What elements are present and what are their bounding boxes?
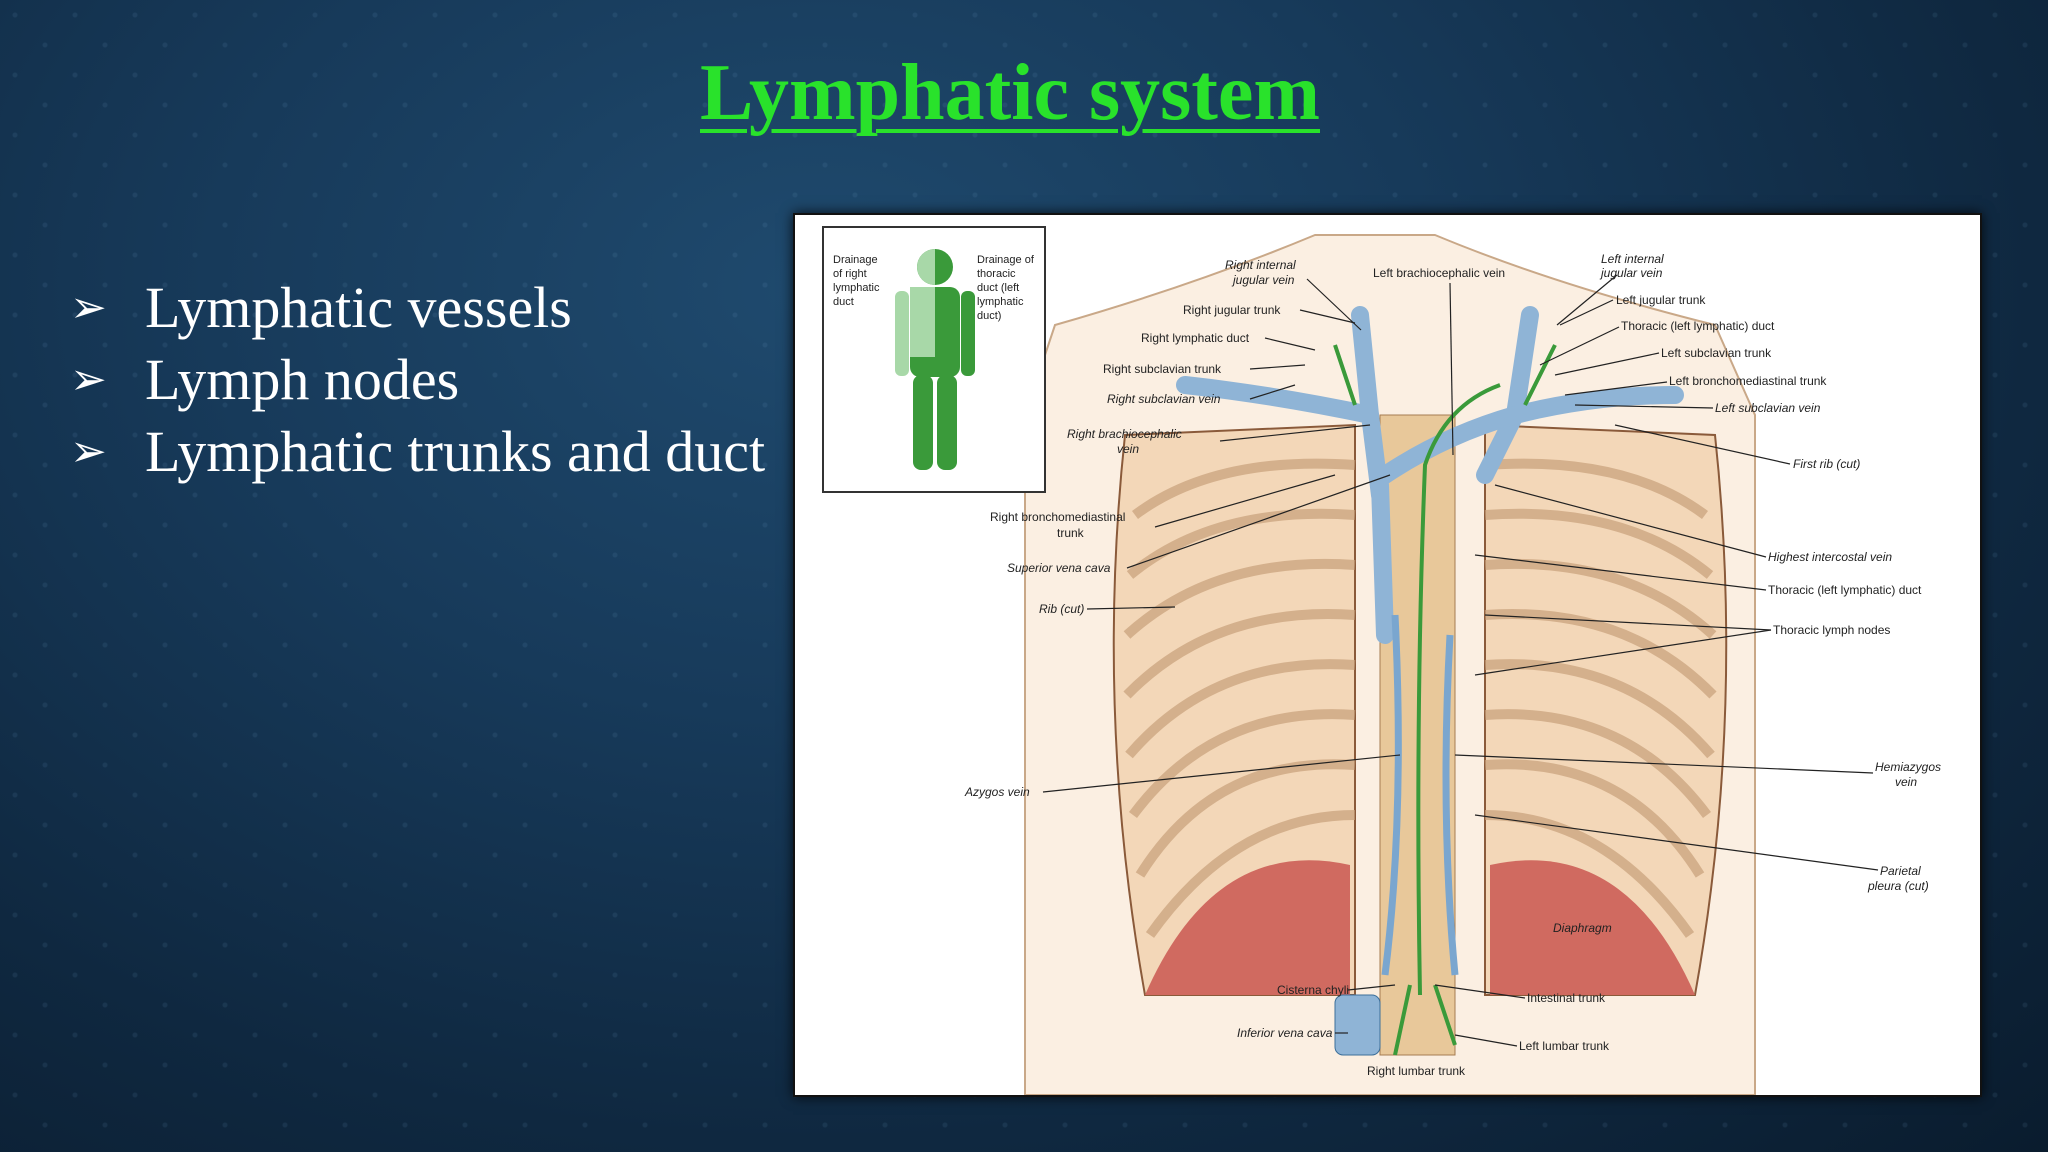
diaphragm-right — [1145, 860, 1350, 995]
svg-text:jugular vein: jugular vein — [1599, 266, 1663, 280]
label-cisterna-chyli: Cisterna chyli — [1277, 983, 1349, 997]
label-thoracic-lymph-nodes: Thoracic lymph nodes — [1773, 623, 1890, 637]
label-right-lumbar-trunk: Right lumbar trunk — [1367, 1064, 1466, 1078]
label-right-jugular-trunk: Right jugular trunk — [1183, 303, 1281, 317]
arrowhead-bullet-icon: ➢ — [70, 426, 107, 477]
diaphragm-left — [1490, 860, 1695, 995]
label-left-lumbar-trunk: Left lumbar trunk — [1519, 1039, 1610, 1053]
svg-text:vein: vein — [1895, 775, 1917, 789]
svg-text:duct: duct — [833, 296, 854, 308]
drainage-body-figure — [895, 249, 975, 470]
svg-text:of right: of right — [833, 268, 867, 280]
bullet-item: ➢ Lymph nodes — [70, 344, 790, 416]
label-intestinal-trunk: Intestinal trunk — [1527, 991, 1606, 1005]
label-parietal-pleura: Parietal — [1880, 864, 1921, 878]
veins — [1176, 306, 1684, 644]
svg-text:Drainage: Drainage — [833, 254, 878, 266]
label-thoracic-duct-top: Thoracic (left lymphatic) duct — [1621, 319, 1775, 333]
svg-text:thoracic: thoracic — [977, 268, 1016, 280]
azygos-hemiazygos — [1381, 614, 1459, 976]
lymph-vessels — [1333, 344, 1557, 1056]
svg-text:duct (left: duct (left — [977, 282, 1019, 294]
inset-right-label: Drainage of right lymphatic duct — [833, 254, 880, 308]
label-highest-intercostal-vein: Highest intercostal vein — [1768, 550, 1892, 564]
svg-text:trunk: trunk — [1057, 526, 1085, 540]
label-superior-vena-cava: Superior vena cava — [1007, 561, 1111, 575]
bullet-text: Lymphatic vessels — [145, 275, 572, 340]
bullet-item: ➢ Lymphatic trunks and duct — [70, 416, 790, 488]
label-left-jugular-trunk: Left jugular trunk — [1616, 293, 1706, 307]
lymphatic-anatomy-figure: Drainage of right lymphatic duct Drainag… — [793, 213, 1982, 1097]
label-right-bronchomediastinal-trunk: Right bronchomediastinal — [990, 510, 1125, 524]
label-left-brachiocephalic-vein: Left brachiocephalic vein — [1373, 266, 1505, 280]
bullet-text: Lymph nodes — [145, 347, 460, 412]
svg-text:duct): duct) — [977, 310, 1001, 322]
label-thoracic-duct: Thoracic (left lymphatic) duct — [1768, 583, 1922, 597]
ribs — [1123, 458, 1717, 938]
svg-text:jugular vein: jugular vein — [1231, 273, 1295, 287]
leader-lines — [1042, 274, 1879, 1047]
slide-title: Lymphatic system — [700, 49, 1320, 137]
svg-text:lymphatic: lymphatic — [977, 296, 1024, 308]
svg-text:lymphatic: lymphatic — [833, 282, 880, 294]
label-left-subclavian-vein: Left subclavian vein — [1715, 401, 1821, 415]
svg-text:pleura (cut): pleura (cut) — [1867, 879, 1929, 893]
bullet-list: ➢ Lymphatic vessels ➢ Lymph nodes ➢ Lymp… — [70, 272, 790, 488]
label-right-subclavian-vein: Right subclavian vein — [1107, 392, 1221, 406]
label-right-lymphatic-duct: Right lymphatic duct — [1141, 331, 1250, 345]
arrowhead-bullet-icon: ➢ — [70, 282, 107, 333]
svg-text:vein: vein — [1117, 442, 1139, 456]
label-hemiazygos-vein: Hemiazygos — [1875, 760, 1941, 774]
svg-text:Drainage of: Drainage of — [977, 254, 1035, 266]
bullet-item: ➢ Lymphatic vessels — [70, 272, 790, 344]
label-left-internal-jugular-vein: Left internal — [1601, 252, 1664, 266]
inset-left-label: Drainage of thoracic duct (left lymphati… — [977, 254, 1035, 322]
label-inferior-vena-cava: Inferior vena cava — [1237, 1026, 1333, 1040]
label-left-bronchomediastinal-trunk: Left bronchomediastinal trunk — [1669, 374, 1827, 388]
label-rib-cut: Rib (cut) — [1039, 602, 1084, 616]
inferior-vena-cava-stump — [1334, 994, 1381, 1056]
label-azygos-vein: Azygos vein — [964, 785, 1030, 799]
bullet-text: Lymphatic trunks and duct — [145, 419, 766, 484]
arrowhead-bullet-icon: ➢ — [70, 354, 107, 405]
anatomy-illustration: Drainage of right lymphatic duct Drainag… — [822, 226, 1941, 1095]
label-first-rib: First rib (cut) — [1793, 457, 1860, 471]
label-right-brachiocephalic-vein: Right brachiocephalic — [1067, 427, 1182, 441]
label-right-subclavian-trunk: Right subclavian trunk — [1103, 362, 1222, 376]
label-right-internal-jugular-vein: Right internal — [1225, 258, 1296, 272]
label-left-subclavian-trunk: Left subclavian trunk — [1661, 346, 1772, 360]
label-diaphragm: Diaphragm — [1553, 921, 1612, 935]
